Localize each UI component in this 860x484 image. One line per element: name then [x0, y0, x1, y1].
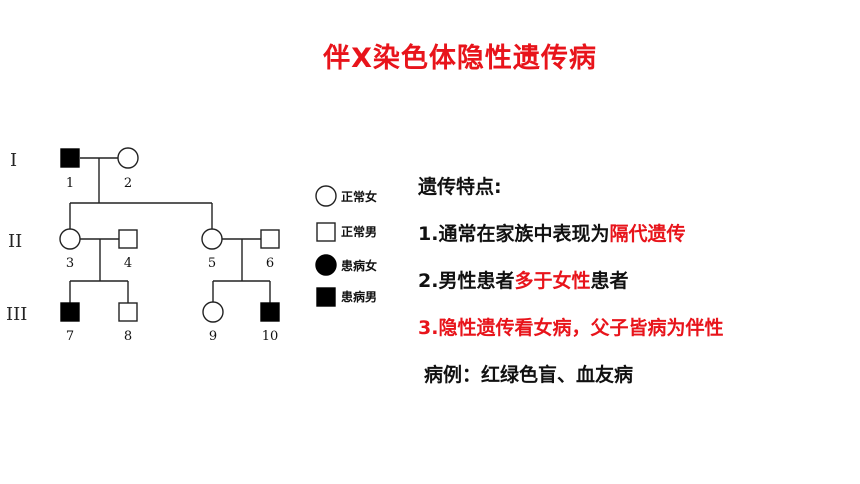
individual-number-4: 4 [124, 256, 132, 271]
individual-number-10: 10 [262, 329, 279, 344]
individual-1-affected-male [60, 148, 80, 168]
inheritance-notes: 遗传特点: 1.通常在家族中表现为隔代遗传 2.男性患者多于女性患者 3.隐性遗… [418, 172, 723, 407]
legend-normal-male-symbol [316, 222, 336, 242]
individual-number-3: 3 [66, 256, 74, 271]
legend-normal-female-label: 正常女 [341, 189, 377, 204]
legend-affected-male-symbol [316, 287, 336, 307]
note-point-3-number: 3. [418, 317, 439, 339]
note-point-3: 3.隐性遗传看女病，父子皆病为伴性 [418, 313, 723, 360]
legend-affected-female-label: 患病女 [341, 258, 377, 273]
individual-9-normal-female [202, 301, 224, 323]
individual-number-2: 2 [124, 176, 132, 191]
notes-heading: 遗传特点: [418, 176, 502, 198]
individual-number-5: 5 [208, 256, 216, 271]
note-point-2-text: 2.男性患者 [418, 270, 515, 292]
legend-affected-male-label: 患病男 [341, 289, 377, 304]
individual-6-normal-male [260, 229, 280, 249]
legend-normal-female-symbol [315, 185, 337, 207]
individual-4-normal-male [118, 229, 138, 249]
note-point-1: 1.通常在家族中表现为隔代遗传 [418, 219, 723, 266]
individual-number-6: 6 [266, 256, 274, 271]
note-point-1-text: 1.通常在家族中表现为 [418, 223, 610, 245]
individual-number-8: 8 [124, 329, 132, 344]
individual-3-normal-female [59, 228, 81, 250]
note-point-2: 2.男性患者多于女性患者 [418, 266, 723, 313]
individual-number-7: 7 [66, 329, 74, 344]
legend-affected-female-symbol [315, 254, 337, 276]
note-example: 病例：红绿色盲、血友病 [424, 364, 634, 386]
note-point-3-highlight: 隐性遗传看女病，父子皆病为伴性 [438, 317, 724, 339]
individual-8-normal-male [118, 302, 138, 322]
note-point-1-highlight: 隔代遗传 [609, 223, 686, 245]
note-point-2-suffix: 患者 [590, 270, 629, 292]
individual-number-9: 9 [209, 329, 217, 344]
individual-5-normal-female [201, 228, 223, 250]
generation-label-3: III [6, 304, 27, 325]
generation-label-1: I [10, 150, 17, 171]
slide-title: 伴X染色体隐性遗传病 [323, 43, 597, 74]
pedigree-chart: I II III 1 2 3 4 5 6 7 8 9 10 正常女 正常男 患病… [6, 147, 377, 344]
individual-10-affected-male [260, 302, 280, 322]
generation-label-2: II [8, 231, 22, 252]
individual-number-1: 1 [66, 176, 74, 191]
note-point-2-highlight: 多于女性 [514, 270, 591, 292]
individual-2-normal-female [117, 147, 139, 169]
legend-normal-male-label: 正常男 [341, 224, 377, 239]
individual-7-affected-male [60, 302, 80, 322]
